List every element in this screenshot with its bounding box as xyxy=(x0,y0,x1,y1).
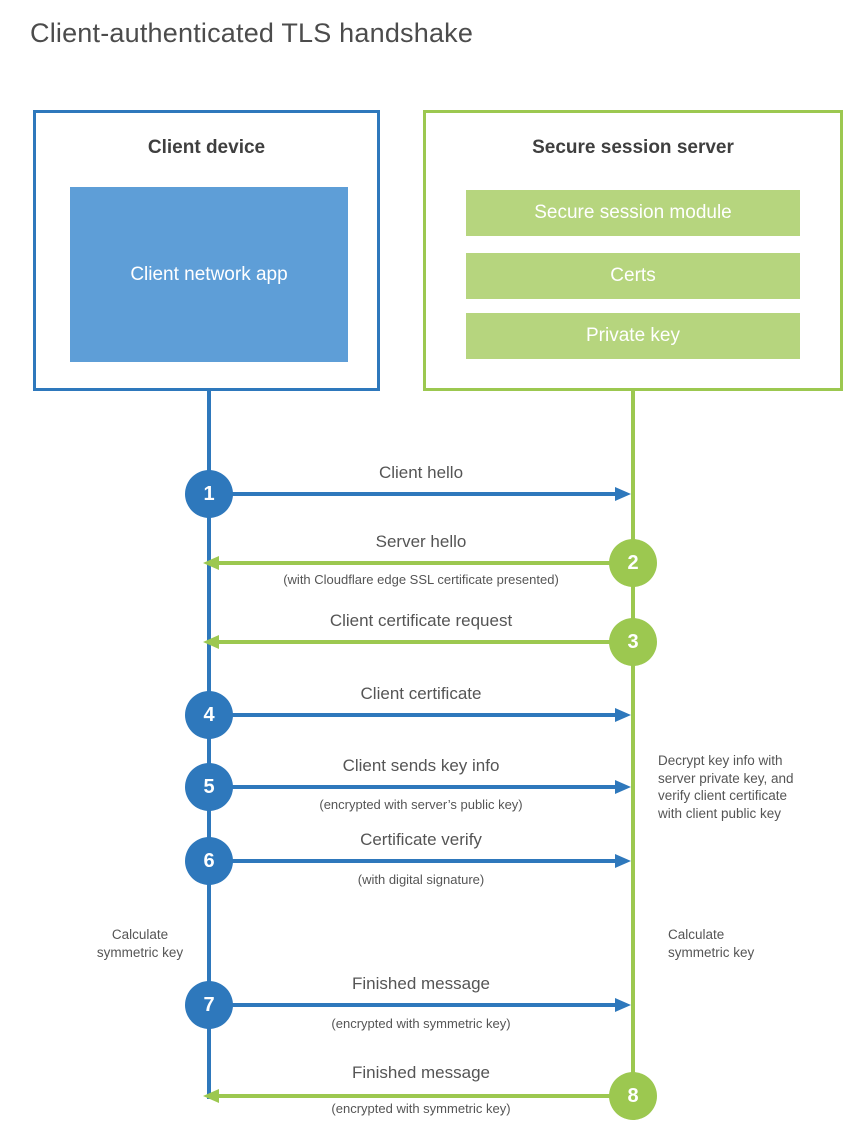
step-7-label: Finished message xyxy=(352,974,490,993)
step-3-label: Client certificate request xyxy=(329,611,513,630)
certs-bar: Certs xyxy=(466,253,800,299)
step-7-sublabel: (encrypted with symmetric key) xyxy=(331,1016,511,1031)
step-7-badge: 7 xyxy=(185,981,233,1029)
client-network-app-box: Client network app xyxy=(70,187,348,362)
step-4-label: Client certificate xyxy=(360,684,482,703)
step-1-arrow xyxy=(211,492,615,496)
secure-session-server-title: Secure session server xyxy=(532,137,734,158)
server-lifeline xyxy=(631,391,635,1096)
step-7-arrowhead-icon xyxy=(615,998,631,1012)
step-6-badge: 6 xyxy=(185,837,233,885)
step-5-badge: 5 xyxy=(185,763,233,811)
step-2-badge: 2 xyxy=(609,539,657,587)
step-7-arrow xyxy=(211,1003,615,1007)
step-5-arrowhead-icon xyxy=(615,780,631,794)
client-network-app-label: Client network app xyxy=(130,263,288,285)
step-5-arrow xyxy=(211,785,615,789)
client-device-title: Client device xyxy=(147,137,266,158)
step-2-sublabel: (with Cloudflare edge SSL certificate pr… xyxy=(283,572,559,587)
step-8-sublabel: (encrypted with symmetric key) xyxy=(331,1101,511,1116)
step-4-arrow xyxy=(211,713,615,717)
decrypt-key-note: Decrypt key info with server private key… xyxy=(658,753,794,821)
step-4-arrowhead-icon xyxy=(615,708,631,722)
private-key-bar: Private key xyxy=(466,313,800,359)
step-8-arrowhead-icon xyxy=(203,1089,219,1103)
step-3-arrowhead-icon xyxy=(203,635,219,649)
step-1-label: Client hello xyxy=(378,463,464,482)
step-5-sublabel: (encrypted with server’s public key) xyxy=(319,797,523,812)
step-8-label: Finished message xyxy=(352,1063,490,1082)
step-2-label: Server hello xyxy=(375,532,467,551)
calculate-symmetric-key-server-note: Calculate symmetric key xyxy=(668,927,755,960)
step-3-badge: 3 xyxy=(609,618,657,666)
step-2-arrow xyxy=(219,561,631,565)
client-device-box: Client device Client network app xyxy=(33,110,380,391)
step-2-arrowhead-icon xyxy=(203,556,219,570)
client-lifeline xyxy=(207,391,211,1099)
step-6-arrowhead-icon xyxy=(615,854,631,868)
step-6-arrow xyxy=(211,859,615,863)
step-8-badge: 8 xyxy=(609,1072,657,1120)
step-1-arrowhead-icon xyxy=(615,487,631,501)
secure-session-module-bar: Secure session module xyxy=(466,190,800,236)
secure-session-server-box: Secure session server Secure session mod… xyxy=(423,110,843,391)
calculate-symmetric-key-client-note: Calculate symmetric key xyxy=(96,927,184,960)
page-title: Client-authenticated TLS handshake xyxy=(30,18,474,48)
step-6-label: Certificate verify xyxy=(360,830,482,849)
step-5-label: Client sends key info xyxy=(342,756,500,775)
step-3-arrow xyxy=(219,640,631,644)
step-4-badge: 4 xyxy=(185,691,233,739)
step-6-sublabel: (with digital signature) xyxy=(357,872,485,887)
step-1-badge: 1 xyxy=(185,470,233,518)
step-8-arrow xyxy=(219,1094,631,1098)
